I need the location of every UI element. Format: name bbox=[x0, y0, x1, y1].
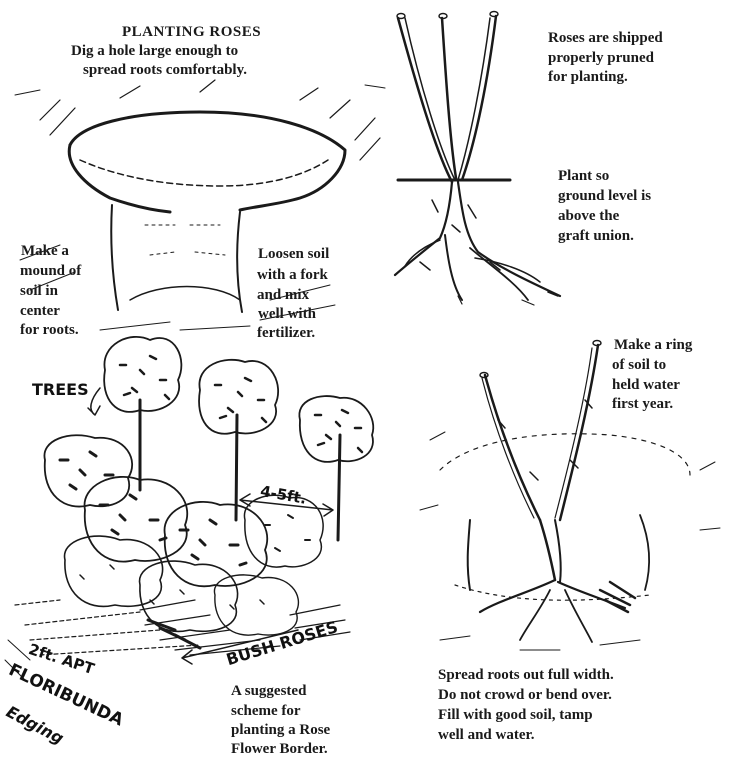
trees-label: TREES bbox=[32, 380, 89, 399]
loosen-caption-line-5: fertilizer. bbox=[257, 325, 315, 342]
ground-caption-line-4: graft union. bbox=[558, 228, 634, 245]
spread-caption-line-1: Spread roots out full width. bbox=[438, 667, 614, 684]
ring-caption-line-4: first year. bbox=[612, 396, 673, 413]
ground-caption-line-1: Plant so bbox=[558, 168, 609, 185]
ring-caption-line-2: of soil to bbox=[612, 357, 666, 374]
mound-caption-line-5: for roots. bbox=[20, 322, 79, 339]
scheme-caption-line-4: Flower Border. bbox=[231, 741, 328, 758]
page-title: PLANTING ROSES bbox=[122, 24, 261, 41]
loosen-caption-line-2: with a fork bbox=[257, 267, 328, 284]
planting-hole-drawing bbox=[15, 80, 385, 330]
shipped-caption-line-1: Roses are shipped bbox=[548, 30, 663, 47]
scheme-caption-line-3: planting a Rose bbox=[231, 722, 330, 739]
shipped-caption-line-2: properly pruned bbox=[548, 50, 654, 67]
ground-caption-line-3: above the bbox=[558, 208, 619, 225]
spread-caption-line-4: well and water. bbox=[438, 727, 535, 744]
mound-caption-line-1: Make a bbox=[21, 243, 69, 260]
shipped-caption-line-3: for planting. bbox=[548, 69, 628, 86]
spread-caption-line-3: Fill with good soil, tamp bbox=[438, 707, 593, 724]
scheme-caption-line-2: scheme for bbox=[231, 703, 301, 720]
ring-caption-line-3: held water bbox=[612, 377, 680, 394]
mound-caption-line-3: soil in bbox=[20, 283, 58, 300]
ground-caption-line-2: ground level is bbox=[558, 188, 651, 205]
spread-caption-line-2: Do not crowd or bend over. bbox=[438, 687, 612, 704]
ring-caption-line-1: Make a ring bbox=[614, 337, 692, 354]
loosen-caption-line-4: well with bbox=[258, 306, 316, 323]
mound-caption-line-2: mound of bbox=[20, 263, 81, 280]
dig-caption-line-2: spread roots comfortably. bbox=[83, 62, 247, 79]
dig-caption-line-1: Dig a hole large enough to bbox=[71, 43, 238, 60]
mound-caption-line-4: center bbox=[20, 303, 60, 320]
loosen-caption-line-3: and mix bbox=[257, 287, 309, 304]
pruned-rose-drawing bbox=[395, 12, 560, 306]
loosen-caption-line-1: Loosen soil bbox=[258, 246, 329, 263]
scheme-caption-line-1: A suggested bbox=[231, 683, 306, 700]
